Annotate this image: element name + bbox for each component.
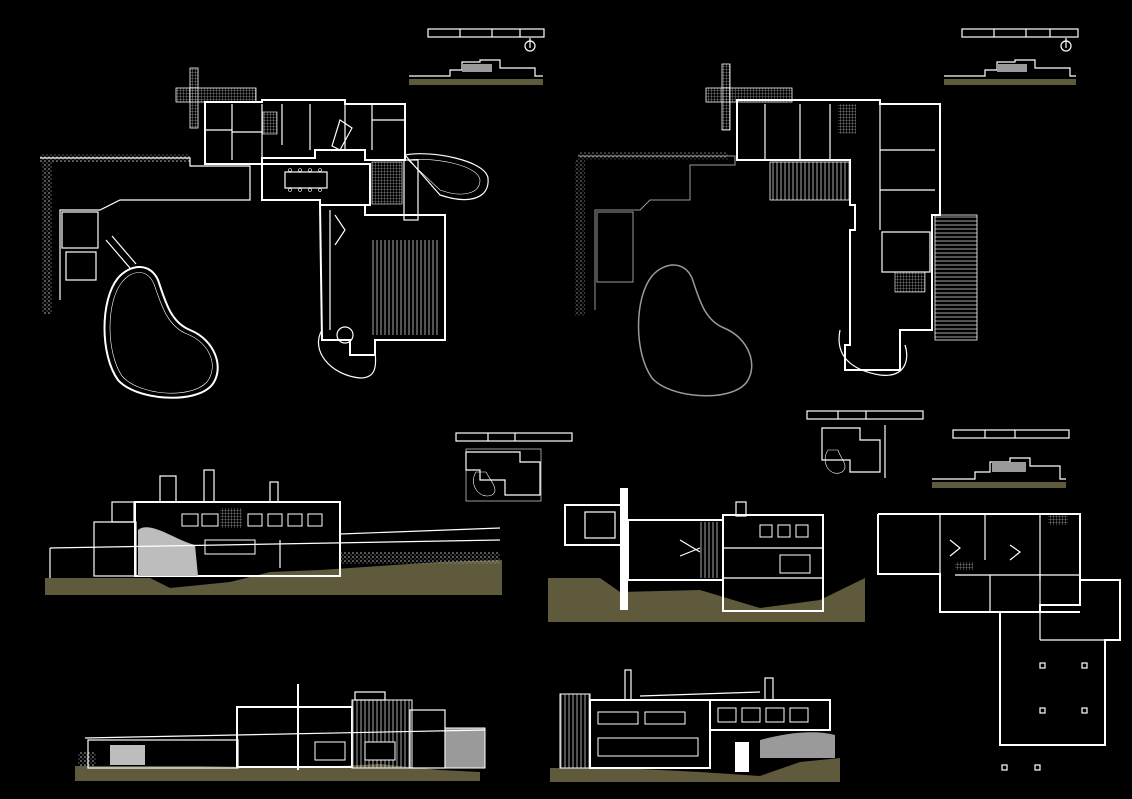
key-plan-left <box>455 432 573 502</box>
ground <box>548 578 865 622</box>
north-rooms <box>205 104 405 160</box>
dining-table <box>284 171 328 189</box>
windows <box>181 513 323 555</box>
scale-bar <box>427 28 545 38</box>
upper-house-outline <box>736 99 941 371</box>
north-elevation <box>75 684 486 781</box>
key-elevation-thumbnail <box>944 59 1076 85</box>
scale-bar <box>961 28 1079 38</box>
studio-outline <box>318 204 446 356</box>
key-elevation-right <box>932 429 1070 488</box>
swimming-pool-outline <box>637 264 753 397</box>
upper-floor-plan <box>575 28 1079 397</box>
east-elevation <box>550 669 840 782</box>
key-plan-right <box>806 410 924 478</box>
column-cluster <box>705 63 793 131</box>
terrace-deck <box>934 214 978 341</box>
column-cluster <box>175 67 257 129</box>
key-elevation-thumbnail <box>409 59 543 85</box>
south-elevation <box>45 469 502 595</box>
building-section <box>548 488 865 622</box>
stone-wall-west-vertical <box>42 162 52 314</box>
footings <box>1001 662 1088 771</box>
basement-plan <box>877 513 1121 771</box>
living-room-outline <box>261 163 371 206</box>
ground <box>550 758 840 782</box>
ground-floor-plan <box>40 28 545 399</box>
sauna <box>61 211 99 281</box>
west-wing-wall <box>40 157 251 300</box>
north-arrow-icon <box>524 38 536 52</box>
swimming-pool <box>103 266 219 399</box>
north-arrow-icon <box>1060 38 1072 52</box>
ground <box>45 560 502 595</box>
house-outline-north <box>204 99 406 165</box>
stone-wall-west <box>40 154 190 162</box>
studio-floor-hatch <box>370 240 440 335</box>
west-wing-wall <box>578 155 736 310</box>
